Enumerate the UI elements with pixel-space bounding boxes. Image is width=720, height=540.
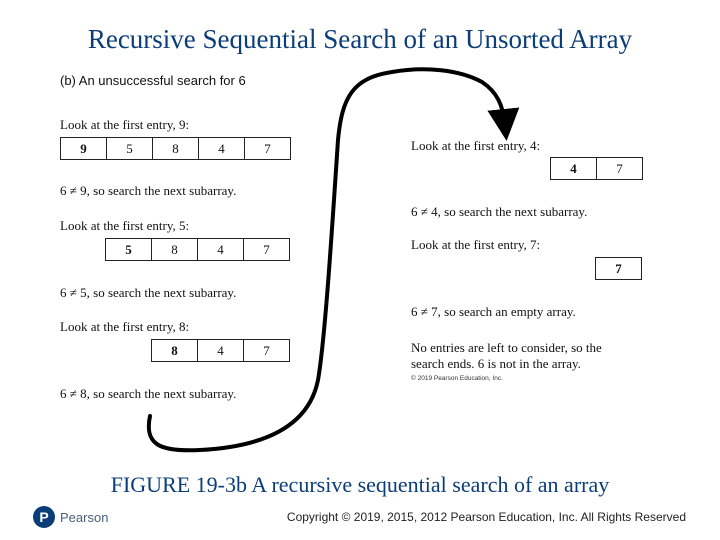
array-cell: 7 <box>244 137 291 160</box>
figure-subtitle: (b) An unsuccessful search for 6 <box>60 73 246 88</box>
page-title: Recursive Sequential Search of an Unsort… <box>87 24 633 54</box>
step-4-result: 6 ≠ 4, so search the next subarray. <box>411 204 588 219</box>
array-cell: 7 <box>243 339 290 362</box>
step-5-label: Look at the first entry, 7: <box>411 237 541 252</box>
pearson-logo-text: Pearson <box>60 509 109 525</box>
step-3-label: Look at the first entry, 8: <box>60 319 190 334</box>
step-1-result: 6 ≠ 9, so search the next subarray. <box>60 183 237 198</box>
step-4-label: Look at the first entry, 4: <box>411 138 541 153</box>
conclusion-line-2: search ends. 6 is not in the array. <box>411 356 581 371</box>
pearson-logo-icon: P <box>33 506 55 528</box>
array-cell: 7 <box>596 157 643 180</box>
array-cell: 7 <box>595 257 642 280</box>
figure-caption: FIGURE 19-3b A recursive sequential sear… <box>110 472 610 497</box>
pearson-logo: P Pearson <box>33 506 108 528</box>
step-2-result: 6 ≠ 5, so search the next subarray. <box>60 285 237 300</box>
array-step-3: 8 4 7 <box>151 339 290 362</box>
array-step-4: 4 7 <box>550 157 643 180</box>
step-1-label: Look at the first entry, 9: <box>60 117 190 132</box>
array-step-5: 7 <box>595 257 642 280</box>
figure-copyright: © 2019 Pearson Education, Inc. <box>411 375 503 382</box>
array-step-1: 9 5 8 4 7 <box>60 137 291 160</box>
array-cell: 7 <box>243 238 290 261</box>
conclusion-line-1: No entries are left to consider, so the <box>411 340 602 355</box>
step-5-result: 6 ≠ 7, so search an empty array. <box>411 304 576 319</box>
footer-copyright: Copyright © 2019, 2015, 2012 Pearson Edu… <box>286 510 686 524</box>
array-step-2: 5 8 4 7 <box>105 238 290 261</box>
step-2-label: Look at the first entry, 5: <box>60 218 190 233</box>
step-3-result: 6 ≠ 8, so search the next subarray. <box>60 386 237 401</box>
